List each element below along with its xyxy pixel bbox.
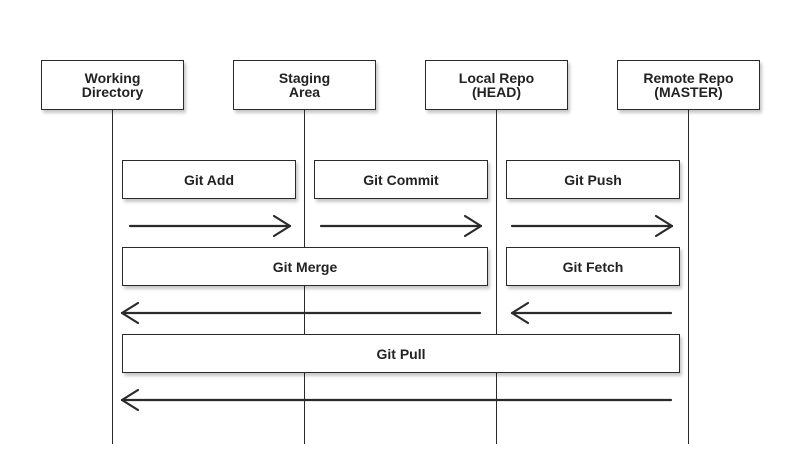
lane-working-directory-line1: Working (84, 70, 141, 86)
lane-working-directory: Working Directory (41, 60, 184, 110)
lane-local-repo-line2: (HEAD) (472, 84, 521, 100)
lifeline-working-directory (112, 110, 113, 444)
git-fetch-box: Git Fetch (506, 247, 680, 286)
lane-staging-area-line1: Staging (278, 70, 331, 86)
git-fetch-arrow (510, 301, 673, 325)
git-add-arrow (128, 214, 292, 238)
lane-local-repo: Local Repo (HEAD) (425, 60, 568, 110)
git-merge-arrow (120, 301, 482, 325)
git-merge-box: Git Merge (122, 247, 488, 286)
lane-remote-repo: Remote Repo (MASTER) (617, 60, 760, 110)
lifeline-remote-repo (688, 110, 689, 444)
lane-staging-area: Staging Area (233, 60, 376, 110)
git-pull-box: Git Pull (122, 334, 680, 373)
lane-remote-repo-line1: Remote Repo (643, 70, 734, 86)
git-commit-arrow (319, 214, 483, 238)
git-add-box: Git Add (122, 160, 296, 199)
git-push-box: Git Push (506, 160, 680, 199)
lane-remote-repo-line2: (MASTER) (654, 84, 723, 100)
lifeline-local-repo (496, 110, 497, 444)
lane-working-directory-line2: Directory (81, 84, 144, 100)
git-pull-arrow (120, 388, 673, 412)
lane-staging-area-line2: Area (288, 84, 321, 100)
git-commit-box: Git Commit (314, 160, 488, 199)
lane-local-repo-line1: Local Repo (458, 70, 535, 86)
git-push-arrow (510, 214, 674, 238)
